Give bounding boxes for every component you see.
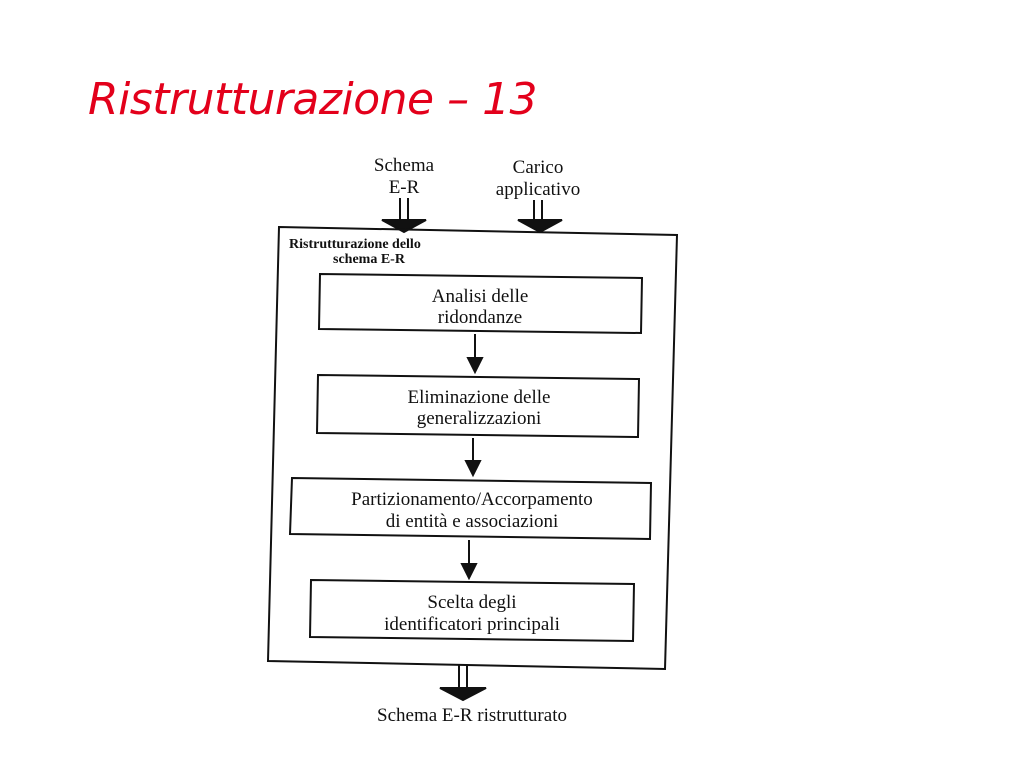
- step-label-scelta-line-1: Scelta degli: [427, 592, 516, 613]
- step-box-eliminazione: [315, 373, 641, 439]
- flow-arrow-3: [460, 540, 478, 581]
- step-label-analisi-line-2: ridondanze: [438, 307, 522, 328]
- slide-title: Ristrutturazione – 13: [88, 74, 538, 125]
- input-label-carico-line-1: Carico: [513, 157, 564, 178]
- input-label-carico-line-2: applicativo: [496, 179, 580, 200]
- input-arrow-schema: [381, 198, 427, 234]
- input-arrow-carico: [517, 200, 563, 234]
- container-title-line-2: schema E-R: [333, 252, 406, 267]
- input-label-schema-line-1: Schema: [374, 155, 435, 176]
- step-label-eliminazione-line-1: Eliminazione delle: [408, 387, 551, 408]
- step-box-analisi: [317, 272, 644, 335]
- step-label-partizionamento-line-2: di entità e associazioni: [386, 511, 559, 532]
- step-box-scelta: [308, 578, 636, 643]
- step-label-partizionamento-line-1: Partizionamento/Accorpamento: [351, 489, 593, 510]
- output-arrow: [439, 665, 487, 702]
- container-title-line-1: Ristrutturazione dello: [289, 237, 421, 252]
- input-label-schema-line-2: E-R: [389, 177, 420, 198]
- output-label: Schema E-R ristrutturato: [377, 705, 567, 726]
- step-label-scelta-line-2: identificatori principali: [384, 614, 560, 635]
- step-label-analisi-line-1: Analisi delle: [432, 286, 529, 307]
- flow-arrow-2: [464, 438, 482, 478]
- flow-arrow-1: [466, 334, 484, 375]
- restructuring-container: [266, 225, 679, 671]
- step-box-partizionamento: [288, 476, 653, 541]
- step-label-eliminazione-line-2: generalizzazioni: [417, 408, 541, 429]
